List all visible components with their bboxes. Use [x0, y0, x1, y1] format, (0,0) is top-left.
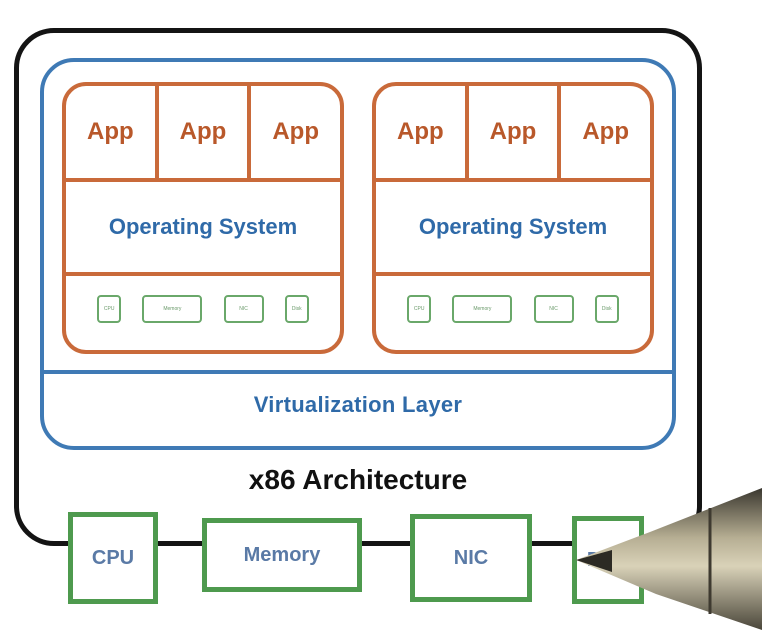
pen-icon: [576, 488, 762, 630]
vm1-virtual-nic: NIC: [223, 295, 264, 323]
physical-nic: NIC: [410, 514, 532, 602]
vm1-app-2: App: [154, 86, 248, 178]
physical-cpu: CPU: [68, 512, 158, 604]
architecture-label: x86 Architecture: [248, 464, 468, 495]
vm2-app-3: App: [557, 86, 650, 178]
vm1-app-1: App: [87, 118, 134, 145]
vm2-virtual-memory: Memory: [452, 295, 513, 323]
vm1-virtual-hardware-row: CPU Memory NIC Disk: [66, 268, 340, 350]
virtual-machine-1: App App App Operating System CPU Memory …: [62, 82, 344, 354]
vm2-apps-row: App App App: [376, 86, 650, 178]
vm1-app-3: App: [247, 86, 340, 178]
vm2-virtual-hardware-row: CPU Memory NIC Disk: [376, 268, 650, 350]
vm1-virtual-disk: Disk: [284, 295, 309, 323]
virtual-machine-2: App App App Operating System CPU Memory …: [372, 82, 654, 354]
virtualization-layer-label: Virtualization Layer: [253, 392, 463, 417]
vm2-virtual-nic: NIC: [533, 295, 574, 323]
vm2-app-1: App: [397, 118, 444, 145]
vm2-virtual-disk: Disk: [594, 295, 619, 323]
vm1-virtual-cpu: CPU: [97, 295, 122, 323]
vm2-operating-system: Operating System: [376, 178, 650, 276]
vm2-app-2: App: [464, 86, 558, 178]
vm2-virtual-cpu: CPU: [407, 295, 432, 323]
vm1-apps-row: App App App: [66, 86, 340, 178]
vm1-operating-system: Operating System: [66, 178, 340, 276]
virtualization-divider: [40, 370, 676, 374]
physical-memory: Memory: [202, 518, 362, 592]
vm1-virtual-memory: Memory: [142, 295, 203, 323]
